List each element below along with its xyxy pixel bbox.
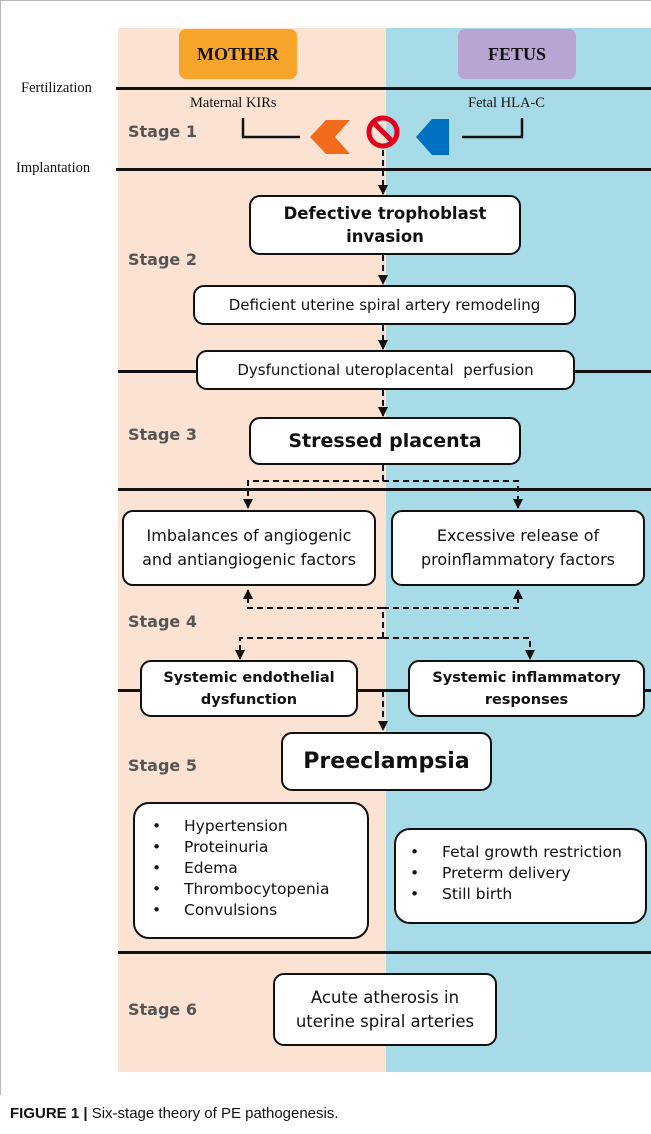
prohibition-icon (366, 115, 400, 149)
feedback-to-angiogenic (243, 589, 384, 638)
fetal-hla-bracket (462, 118, 524, 139)
trophoblast-line-1: Defective trophoblast (283, 204, 487, 223)
placenta-text: Stressed placenta (288, 430, 482, 452)
stage2-3-line-left (118, 370, 198, 373)
angiogenic-imbalance-box: Imbalances of angiogenic and antiangioge… (122, 510, 376, 586)
stage-4-label: Stage 4 (128, 612, 197, 631)
stage-3-label: Stage 3 (128, 425, 197, 444)
stage4-5-line-mid (358, 689, 408, 692)
maternal-sign-item: Edema (152, 858, 367, 879)
spiral-text: Deficient uterine spiral artery remodeli… (228, 296, 541, 314)
fetal-sign-item: Still birth (410, 884, 645, 905)
maternal-signs-box: Hypertension Proteinuria Edema Thrombocy… (133, 802, 369, 939)
fetus-header: FETUS (458, 29, 576, 79)
stage-5-label: Stage 5 (128, 756, 197, 775)
caption-label: FIGURE 1 | (10, 1105, 88, 1122)
preeclampsia-box: Preeclampsia (281, 732, 492, 791)
proinflammatory-line-1: Excessive release of (436, 526, 600, 545)
stage-1-label: Stage 1 (128, 122, 197, 141)
maternal-sign-item: Proteinuria (152, 837, 367, 858)
maternal-sign-item: Hypertension (152, 816, 367, 837)
stage2-3-line-right (575, 370, 651, 373)
perfusion-box: Dysfunctional uteroplacental perfusion (196, 350, 575, 390)
endothelial-line-1: Systemic endothelial (163, 669, 335, 686)
stage5-6-line (118, 951, 651, 954)
acute-atherosis-box: Acute atherosis in uterine spiral arteri… (273, 973, 497, 1046)
figure-caption: FIGURE 1 | Six-stage theory of PE pathog… (10, 1105, 339, 1122)
stage4-5-line-right (645, 689, 651, 692)
angiogenic-line-2: and antiangiogenic factors (142, 550, 356, 569)
atherosis-line-1: Acute atherosis in (310, 987, 460, 1007)
inflammatory-line-1: Systemic inflammatory (432, 669, 621, 686)
proinflammatory-line-2: proinflammatory factors (420, 550, 616, 569)
stressed-placenta-box: Stressed placenta (249, 417, 521, 465)
mother-header: MOTHER (179, 29, 297, 79)
stage-6-label: Stage 6 (128, 1000, 197, 1019)
endothelial-dysfunction-box: Systemic endothelial dysfunction (140, 660, 358, 717)
stage-2-label: Stage 2 (128, 250, 197, 269)
endothelial-line-2: dysfunction (200, 691, 298, 708)
implantation-line (116, 168, 651, 171)
split-from-placenta (243, 465, 384, 509)
fetal-signs-box: Fetal growth restriction Preterm deliver… (394, 828, 647, 924)
maternal-kir-bracket (241, 118, 300, 139)
fertilization-line (116, 87, 651, 90)
inflammatory-responses-box: Systemic inflammatory responses (408, 660, 645, 717)
maternal-sign-item: Thrombocytopenia (152, 879, 367, 900)
fetal-sign-item: Preterm delivery (410, 863, 645, 884)
proinflammatory-box: Excessive release of proinflammatory fac… (391, 510, 645, 586)
angiogenic-line-1: Imbalances of angiogenic (146, 526, 352, 545)
perfusion-text: Dysfunctional uteroplacental perfusion (237, 361, 534, 379)
stage4-5-line-left (118, 689, 140, 692)
defective-trophoblast-box: Defective trophoblast invasion (249, 195, 521, 255)
implantation-label: Implantation (16, 160, 91, 176)
kir-chevron-icon (310, 120, 350, 154)
split-from-placenta-right (383, 480, 523, 509)
feedback-to-proinflammatory (383, 589, 523, 609)
maternal-sign-item: Convulsions (152, 900, 367, 921)
split-to-endothelial (235, 637, 383, 660)
split-to-inflammatory (383, 637, 535, 660)
inflammatory-line-2: responses (484, 691, 569, 708)
figure-frame (0, 0, 651, 1095)
hla-pentagon-icon (416, 119, 449, 155)
preeclampsia-text: Preeclampsia (303, 749, 470, 774)
fetal-sign-item: Fetal growth restriction (410, 842, 645, 863)
stage3-4-line (118, 488, 651, 491)
atherosis-line-2: uterine spiral arteries (295, 1011, 475, 1031)
spiral-artery-box: Deficient uterine spiral artery remodeli… (193, 285, 576, 325)
fetal-hla-c-label: Fetal HLA-C (468, 95, 545, 111)
caption-text: Six-stage theory of PE pathogenesis. (87, 1105, 339, 1122)
fertilization-label: Fertilization (21, 80, 92, 96)
maternal-kirs-label: Maternal KIRs (190, 95, 277, 111)
trophoblast-line-2: invasion (346, 227, 424, 246)
